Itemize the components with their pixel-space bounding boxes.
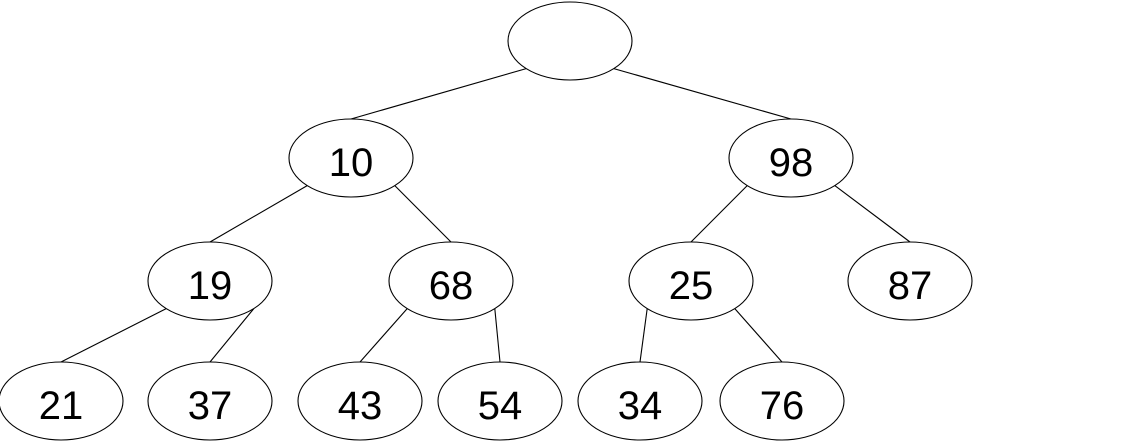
tree-node: 19	[147, 241, 273, 321]
tree-node	[507, 1, 633, 81]
tree-node-label: 21	[39, 384, 84, 428]
tree-edge	[359, 308, 408, 363]
tree-node-ellipse	[719, 361, 845, 441]
tree-node: 37	[147, 361, 273, 441]
tree-edge	[613, 68, 792, 120]
tree-node: 68	[388, 241, 514, 321]
tree-node: 76	[719, 361, 845, 441]
tree-edge	[494, 308, 501, 363]
tree-node: 43	[297, 361, 423, 441]
tree-node-label: 34	[618, 384, 663, 428]
tree-edge	[350, 68, 527, 120]
tree-edge	[690, 185, 748, 243]
tree-node-label: 98	[769, 141, 814, 185]
tree-node-ellipse	[288, 118, 414, 198]
tree-edge	[639, 308, 648, 363]
tree-node-label: 76	[760, 384, 805, 428]
tree-node-ellipse	[0, 361, 124, 441]
tree-node-ellipse	[728, 118, 854, 198]
tree-edge	[209, 308, 255, 363]
tree-node-label: 10	[329, 141, 374, 185]
tree-node: 98	[728, 118, 854, 198]
tree-node-label: 37	[188, 384, 233, 428]
tree-edge	[209, 185, 308, 243]
tree-edge	[60, 308, 167, 363]
tree-edge	[394, 185, 452, 243]
tree-node-label: 25	[669, 264, 714, 308]
tree-node: 34	[577, 361, 703, 441]
tree-node: 21	[0, 361, 124, 441]
tree-node: 10	[288, 118, 414, 198]
tree-node-ellipse	[577, 361, 703, 441]
tree-node-ellipse	[388, 241, 514, 321]
tree-node-ellipse	[507, 1, 633, 81]
tree-node-ellipse	[437, 361, 563, 441]
tree-edge	[834, 185, 911, 243]
tree-node-label: 43	[338, 384, 383, 428]
tree-node-ellipse	[847, 241, 973, 321]
tree-node-ellipse	[147, 241, 273, 321]
tree-node-ellipse	[297, 361, 423, 441]
tree-node: 25	[628, 241, 754, 321]
tree-node: 87	[847, 241, 973, 321]
tree-node-ellipse	[628, 241, 754, 321]
tree-node-label: 68	[429, 264, 474, 308]
tree-edge	[734, 308, 783, 363]
tree-node-label: 54	[478, 384, 523, 428]
tree-node-label: 19	[188, 264, 233, 308]
tree-node: 54	[437, 361, 563, 441]
tree-node-ellipse	[147, 361, 273, 441]
tree-node-label: 87	[888, 264, 933, 308]
